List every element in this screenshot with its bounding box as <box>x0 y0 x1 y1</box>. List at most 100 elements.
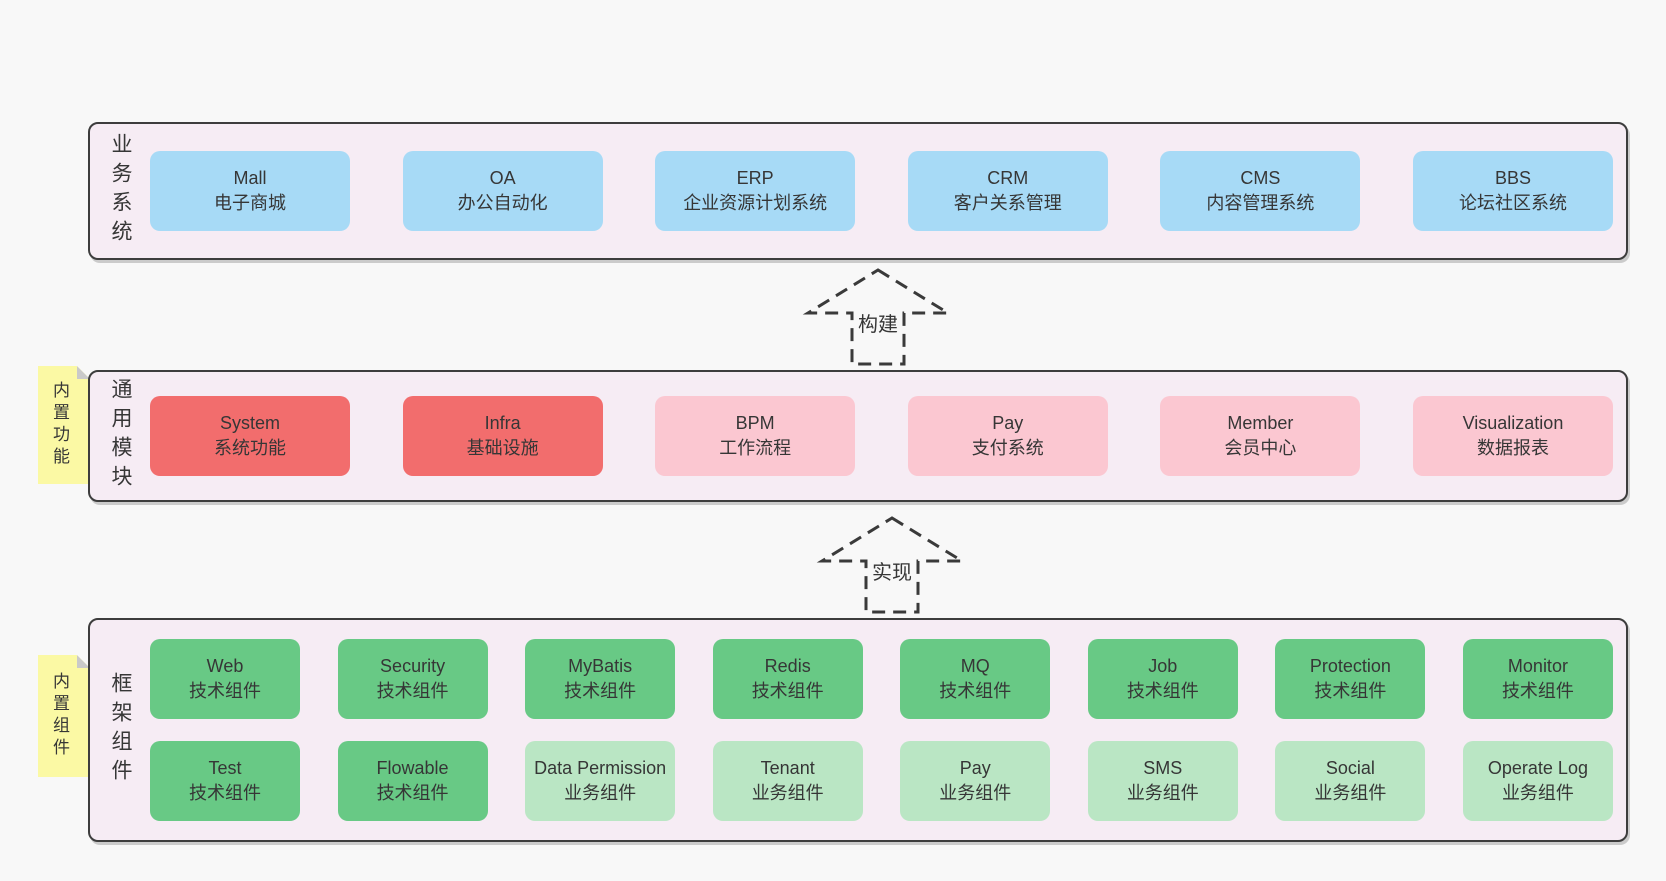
build-arrow: 构建 <box>802 266 954 368</box>
box-title: Redis <box>764 656 811 677</box>
box-mq: MQ 技术组件 <box>900 639 1051 719</box>
box-title: Mall <box>233 168 267 189</box>
arrow-label-implement: 实现 <box>869 556 915 585</box>
box-monitor: Monitor 技术组件 <box>1462 639 1613 719</box>
box-social: Social 业务组件 <box>1275 741 1426 821</box>
box-subtitle: 业务组件 <box>1314 783 1387 803</box>
box-title: Flowable <box>376 758 449 779</box>
box-subtitle: 会员中心 <box>1224 438 1297 458</box>
box-title: BPM <box>735 413 775 434</box>
framework-components-layer: 框架组件 Web 技术组件 Security 技术组件 MyBatis 技术组件 Re… <box>88 618 1628 842</box>
box-title: Tenant <box>760 758 815 779</box>
box-subtitle: 业务组件 <box>939 783 1012 803</box>
box-subtitle: 电子商城 <box>214 193 286 213</box>
box-subtitle: 技术组件 <box>189 783 261 803</box>
box-job: Job 技术组件 <box>1087 639 1238 719</box>
box-subtitle: 业务组件 <box>1126 783 1199 803</box>
box-flowable: Flowable 技术组件 <box>337 741 488 821</box>
box-subtitle: 客户关系管理 <box>953 193 1062 213</box>
sticky-note-builtin-components: 内置组件 <box>38 655 90 777</box>
box-subtitle: 技术组件 <box>751 681 824 701</box>
box-subtitle: 内容管理系统 <box>1206 193 1315 213</box>
box-subtitle: 技术组件 <box>564 681 637 701</box>
note-text: 内置功能 <box>50 381 69 469</box>
box-title: OA <box>489 168 516 189</box>
box-title: Visualization <box>1462 413 1564 434</box>
box-bpm: BPM 工作流程 <box>655 396 856 476</box>
box-title: SMS <box>1143 758 1183 779</box>
box-sms: SMS 业务组件 <box>1087 741 1238 821</box>
box-title: MyBatis <box>568 656 633 677</box>
box-infra: Infra 基础设施 <box>402 396 603 476</box>
box-tenant: Tenant 业务组件 <box>712 741 863 821</box>
box-subtitle: 技术组件 <box>1501 681 1574 701</box>
box-title: Member <box>1227 413 1294 434</box>
box-title: MQ <box>960 656 990 677</box>
layer-label-text: 业务系统 <box>109 133 132 249</box>
box-mall: Mall 电子商城 <box>150 151 350 231</box>
dashed-up-arrow-shape <box>802 268 954 366</box>
box-title: ERP <box>736 168 774 189</box>
box-security: Security 技术组件 <box>337 639 488 719</box>
box-subtitle: 论坛社区系统 <box>1458 193 1567 213</box>
box-web: Web 技术组件 <box>150 639 300 719</box>
arrow-label-build: 构建 <box>855 308 901 337</box>
box-operate-log: Operate Log 业务组件 <box>1462 741 1613 821</box>
component-boxes-grid: Web 技术组件 Security 技术组件 MyBatis 技术组件 Redis 技术… <box>150 620 1626 840</box>
box-subtitle: 技术组件 <box>376 681 449 701</box>
box-subtitle: 技术组件 <box>939 681 1012 701</box>
box-cms: CMS 内容管理系统 <box>1160 151 1361 231</box>
box-subtitle: 基础设施 <box>466 438 539 458</box>
box-test: Test 技术组件 <box>150 741 300 821</box>
box-title: Protection <box>1309 656 1391 677</box>
box-subtitle: 办公自动化 <box>457 193 548 213</box>
box-subtitle: 业务组件 <box>1501 783 1574 803</box>
component-row-1: Web 技术组件 Security 技术组件 MyBatis 技术组件 Redis 技术… <box>150 639 1613 719</box>
box-mybatis: MyBatis 技术组件 <box>525 639 676 719</box>
box-title: Test <box>208 758 242 779</box>
box-title: CMS <box>1240 168 1281 189</box>
box-member: Member 会员中心 <box>1160 396 1361 476</box>
box-crm: CRM 客户关系管理 <box>907 151 1108 231</box>
box-subtitle: 业务组件 <box>751 783 824 803</box>
sticky-note-builtin-features: 内置功能 <box>38 366 90 484</box>
box-bbs: BBS 论坛社区系统 <box>1412 151 1613 231</box>
layer-label-text: 框架组件 <box>109 672 132 788</box>
box-title: Web <box>206 656 244 677</box>
box-title: Social <box>1325 758 1375 779</box>
box-redis: Redis 技术组件 <box>712 639 863 719</box>
implement-arrow: 实现 <box>816 514 968 616</box>
box-subtitle: 技术组件 <box>1126 681 1199 701</box>
box-subtitle: 工作流程 <box>719 438 792 458</box>
box-title: BBS <box>1494 168 1531 189</box>
box-subtitle: 技术组件 <box>376 783 449 803</box>
box-subtitle: 技术组件 <box>189 681 261 701</box>
dashed-up-arrow-shape <box>816 516 968 614</box>
box-title: CRM <box>987 168 1029 189</box>
box-title: Job <box>1148 656 1178 677</box>
box-subtitle: 系统功能 <box>214 438 286 458</box>
box-title: System <box>219 413 280 434</box>
box-protection: Protection 技术组件 <box>1275 639 1426 719</box>
box-oa: OA 办公自动化 <box>402 151 603 231</box>
layer-label-modules: 通用模块 <box>90 372 150 500</box>
box-subtitle: 技术组件 <box>1314 681 1387 701</box>
box-title: Operate Log <box>1487 758 1588 779</box>
component-row-2: Test 技术组件 Flowable 技术组件 Data Permission 业务组… <box>150 741 1613 821</box>
box-subtitle: 支付系统 <box>971 438 1044 458</box>
box-title: Monitor <box>1507 656 1568 677</box>
box-title: Data Permission <box>534 758 667 779</box>
box-data-permission: Data Permission 业务组件 <box>525 741 676 821</box>
box-subtitle: 业务组件 <box>564 783 637 803</box>
layer-label-text: 通用模块 <box>109 378 132 494</box>
layer-label-components: 框架组件 <box>90 620 150 840</box>
note-text: 内置组件 <box>50 672 69 760</box>
box-title: Infra <box>484 413 521 434</box>
box-title: Security <box>380 656 446 677</box>
